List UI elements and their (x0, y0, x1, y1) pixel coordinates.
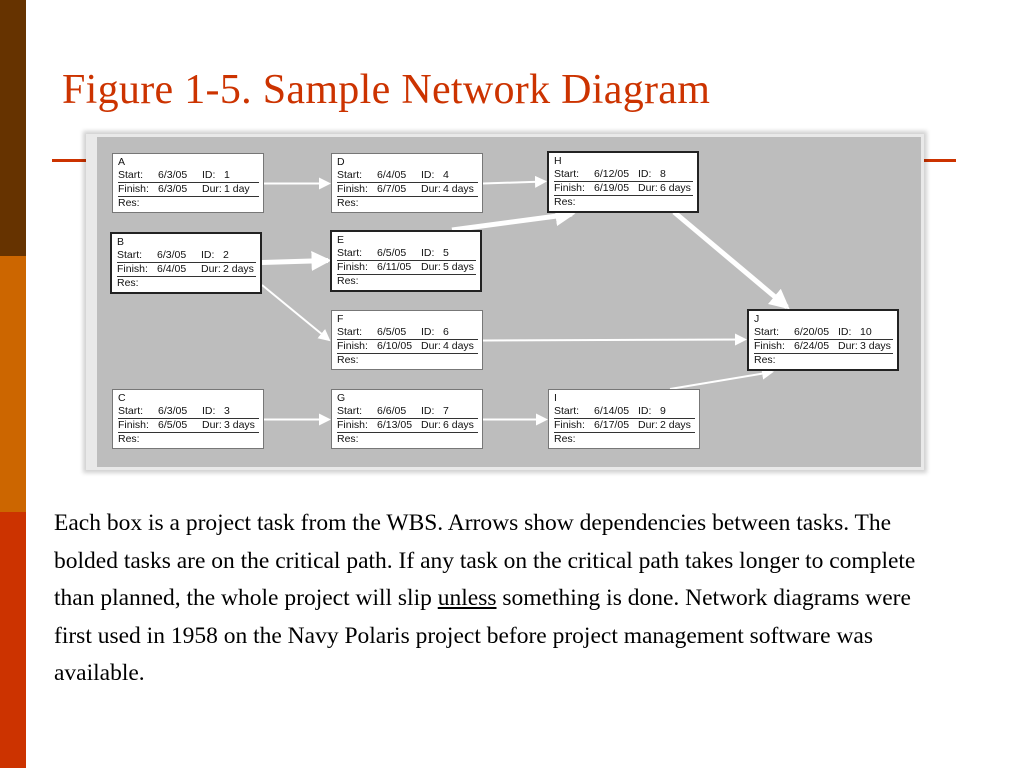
arrow-e-to-h (451, 206, 576, 233)
task-name: E (337, 234, 345, 246)
task-name: I (554, 392, 557, 404)
task-res-row: Res: (118, 433, 140, 445)
accent-bar-top (0, 0, 26, 256)
caption-part-2: something is done. Network diagrams were… (54, 585, 911, 686)
task-res-row: Res: (337, 275, 359, 287)
arrow-f-to-j (482, 333, 747, 346)
accent-bar-middle (0, 256, 26, 512)
task-name: A (118, 156, 126, 168)
caption-underlined: unless (437, 585, 497, 611)
accent-bar-bottom (0, 512, 26, 768)
task-name: G (337, 392, 346, 404)
task-name: B (117, 236, 125, 248)
arrow-b-to-e (261, 251, 332, 271)
task-res-row: Res: (337, 354, 359, 366)
task-res-row: Res: (554, 433, 576, 445)
task-res-row: Res: (554, 196, 576, 208)
task-res-row: Res: (754, 354, 776, 366)
arrow-d-to-h (482, 175, 547, 188)
task-res-row: Res: (337, 197, 359, 209)
title-rule-left (52, 159, 86, 162)
caption-text: Each box is a project task from the WBS.… (54, 505, 954, 693)
title-rule-right (924, 159, 956, 162)
caption-part-1: Each box is a project task from the WBS.… (54, 510, 916, 611)
task-res-row: Res: (337, 433, 359, 445)
task-name: J (754, 313, 760, 325)
task-name: D (337, 156, 345, 168)
arrow-i-to-j (669, 367, 774, 390)
task-name: C (118, 392, 126, 404)
slide-title: Figure 1-5. Sample Network Diagram (62, 67, 711, 113)
arrow-b-to-f (261, 284, 331, 342)
task-name: H (554, 155, 562, 167)
task-res-row: Res: (118, 197, 140, 209)
arrow-h-to-j (672, 210, 790, 310)
task-name: F (337, 313, 344, 325)
task-res-row: Res: (117, 277, 139, 289)
